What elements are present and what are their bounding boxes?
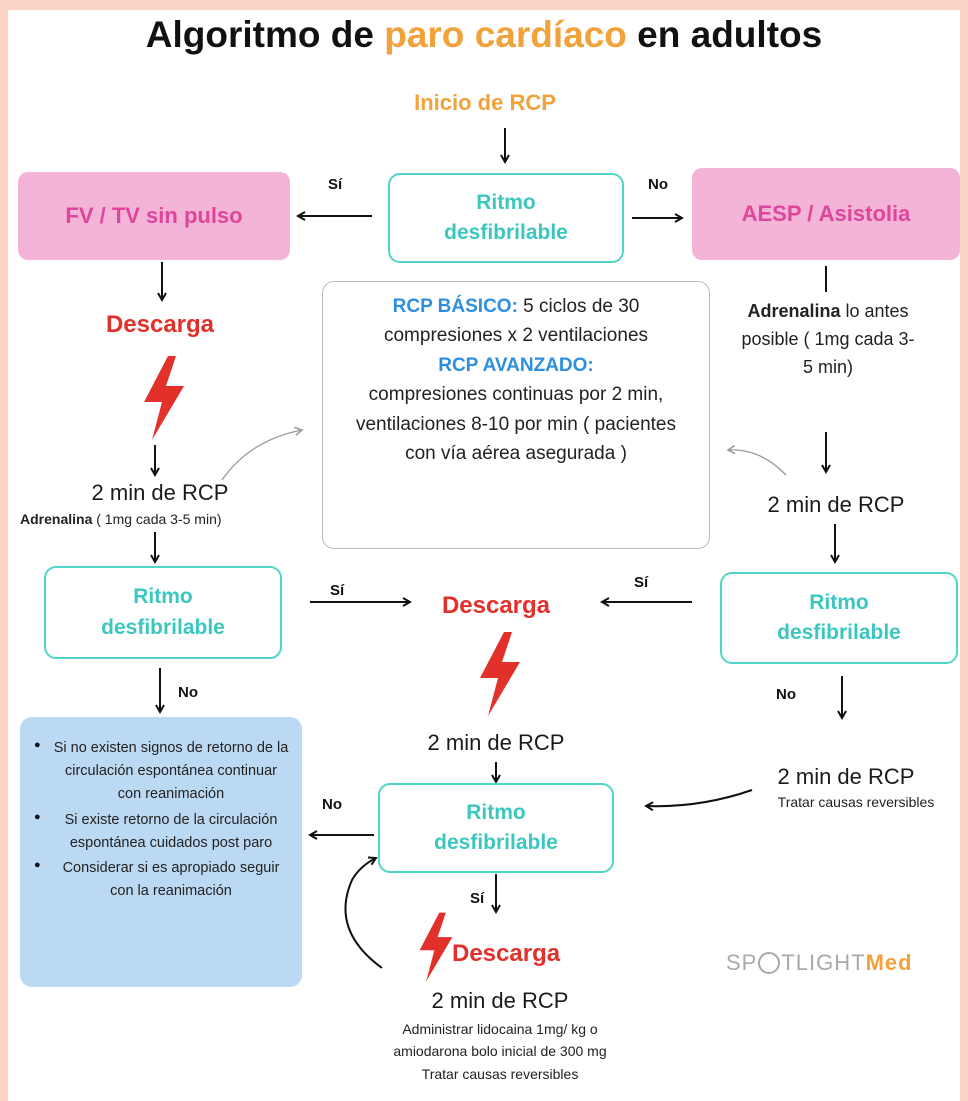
advanced-label: RCP AVANZADO: (438, 354, 594, 376)
adrenaline-right: Adrenalina lo antes posible ( 1mg cada 3… (740, 298, 916, 382)
basic-label: RCP BÁSICO: (392, 296, 518, 317)
rcp-info-box: RCP BÁSICO: 5 ciclos de 30 compresiones … (322, 281, 710, 549)
bottom-line2: amiodarona bolo inicial de 300 mg (393, 1043, 607, 1060)
start-label: Inicio de RCP (414, 90, 556, 115)
gray-curve-left (221, 426, 304, 481)
label-no-top: No (648, 176, 668, 193)
logo-accent: Med (865, 950, 913, 975)
title-part1: Algoritmo de (145, 14, 385, 55)
lightning-icon (144, 356, 184, 440)
bottom-line3: Tratar causas reversibles (421, 1065, 579, 1082)
label-no-right: No (776, 686, 796, 703)
rhythm-box-top: Ritmo desfibrilable (388, 173, 624, 263)
adrenaline-left-rest: ( 1mg cada 3-5 min) (92, 511, 222, 527)
label-no-bottom: No (322, 796, 342, 813)
label-yes-bottom: Sí (470, 890, 485, 907)
rhythm-line2: desfibrilable (444, 221, 568, 244)
rhythm-line1: Ritmo (809, 590, 869, 614)
adrenaline-left: Adrenalina ( 1mg cada 3-5 min) (20, 511, 320, 527)
label-no-left: No (178, 684, 198, 701)
rhythm-line2: desfibrilable (101, 615, 225, 639)
rcp-2min-bottom: 2 min de RCP (431, 988, 569, 1013)
basic-text: 5 ciclos de 30 compresiones x 2 ventilac… (383, 296, 649, 347)
page-title: Algoritmo de paro cardíaco en adultos (0, 14, 968, 56)
shock-left: Descarga (105, 311, 215, 338)
shock-bottom: Descarga (452, 940, 561, 967)
arrow-loop-back (344, 858, 383, 969)
reversible-right: Tratar causas reversibles (777, 794, 935, 810)
logo-part1: SP (726, 950, 758, 975)
shock-center: Descarga (441, 592, 551, 619)
bottom-line1: Administrar lidocaina 1mg/ kg o (402, 1021, 598, 1037)
rhythm-line2: desfibrilable (434, 831, 558, 854)
title-part2: en adultos (626, 14, 823, 55)
rcp-2min-left: 2 min de RCP (91, 480, 229, 505)
gray-curve-right (726, 444, 787, 476)
note-item: Considerar si es apropiado seguir con la… (34, 857, 290, 903)
notes-box: Si no existen signos de retorno de la ci… (20, 717, 302, 987)
rhythm-line1: Ritmo (466, 800, 526, 824)
adrenaline-left-bold: Adrenalina (20, 511, 93, 527)
rcp-2min-right2: 2 min de RCP (777, 764, 915, 789)
lightning-icon (419, 912, 453, 982)
arrow-reversible-left (646, 789, 753, 806)
rcp-2min-right: 2 min de RCP (767, 492, 905, 517)
label-yes-top: Sí (328, 176, 343, 193)
vf-vt-box: FV / TV sin pulso (18, 172, 290, 260)
adrenaline-right-bold: Adrenalina (747, 301, 841, 321)
label-yes-right: Sí (634, 574, 649, 591)
title-accent: paro cardíaco (384, 14, 627, 55)
rhythm-line1: Ritmo (476, 190, 536, 214)
adrenaline-right-rest: lo antes posible ( 1mg cada 3-5 min) (741, 301, 915, 377)
rhythm-box-right: Ritmo desfibrilable (720, 572, 958, 664)
aesp-asystole-box: AESP / Asistolia (692, 168, 960, 260)
rhythm-line2: desfibrilable (777, 621, 901, 644)
lightning-icon (480, 632, 520, 716)
note-item: Si no existen signos de retorno de la ci… (34, 737, 290, 807)
rhythm-box-bottom: Ritmo desfibrilable (378, 783, 614, 873)
logo-part2: TLIGHT (781, 950, 866, 975)
logo-circle-icon (758, 952, 781, 974)
rhythm-box-left: Ritmo desfibrilable (44, 566, 282, 659)
note-item: Si existe retorno de la circulación espo… (34, 809, 290, 855)
rhythm-line1: Ritmo (133, 585, 193, 609)
label-yes-left: Sí (330, 582, 345, 599)
bottom-instructions: Administrar lidocaina 1mg/ kg o amiodaro… (320, 1018, 680, 1085)
advanced-text: compresiones continuas por 2 min, ventil… (355, 384, 676, 465)
rcp-2min-center: 2 min de RCP (427, 730, 565, 755)
